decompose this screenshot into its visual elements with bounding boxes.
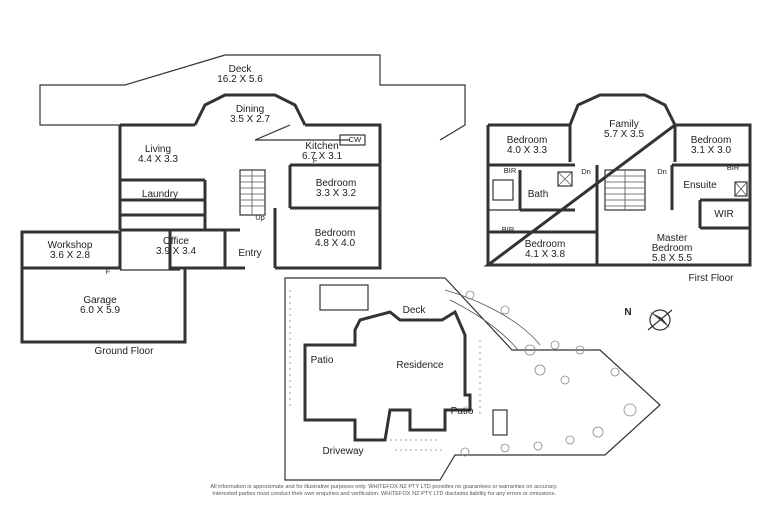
living-label: Living [145,144,171,155]
bedroom-ne-dims: 3.1 X 3.0 [691,145,731,156]
patio-left-label: Patio [311,355,334,366]
site-hedges [289,290,508,451]
bedroom-nw-dims: 4.0 X 3.3 [507,145,547,156]
dining-dims: 3.5 X 2.7 [230,114,270,125]
master-label: Master [657,233,688,244]
ground-floor-caption: Ground Floor [95,346,155,357]
first-floor-interior-walls [486,125,750,265]
living-dims: 4.4 X 3.3 [138,154,178,165]
bedroom-nw-label: Bedroom [507,135,548,146]
bir-marker-1: BIR [504,166,517,175]
bedroom-small-dims: 3.3 X 3.2 [316,188,356,199]
site-deck-area [319,284,369,311]
cw-marker: CW [349,135,362,144]
disclaimer-line-1: All information is approximate and for i… [210,484,558,490]
site-plan: N Deck Residence Patio Patio Driveway [284,277,673,481]
bedroom-large-label: Bedroom [315,228,356,239]
residence-label: Residence [396,360,444,371]
bedroom-ne-label: Bedroom [691,135,732,146]
patio-right-label: Patio [451,406,474,417]
deck-dims: 16.2 X 5.6 [217,74,263,85]
ground-floor-stairs [239,169,266,216]
bath-label: Bath [528,189,549,200]
north-arrow-icon [647,309,673,331]
ground-floor-interior-walls [120,124,380,268]
stair-down-marker-2: Dn [657,167,667,176]
bedroom-sw-label: Bedroom [525,239,566,250]
family-bay-wall [568,93,677,126]
office-dims: 3.9 X 3.4 [156,246,196,257]
bedroom-sw-dims: 4.1 X 3.8 [525,249,565,260]
bir-marker-3: BIR [727,163,740,172]
first-floor-plan: Bedroom 4.0 X 3.3 Family 5.7 X 3.5 Bedro… [483,93,752,284]
dining-label: Dining [236,104,264,115]
first-floor-caption: First Floor [689,273,735,284]
garage-dims: 6.0 X 5.9 [80,305,120,316]
site-trees [460,290,637,457]
garage-label: Garage [83,295,117,306]
fridge-marker-workshop: F [106,267,111,276]
master-dims: 5.8 X 5.5 [652,253,692,264]
garage-walls [20,266,187,344]
first-floor-stairs [604,169,646,211]
first-floor-walls [483,123,752,267]
stair-up-marker: Up [255,213,265,222]
workshop-walls [20,230,122,270]
driveway-label: Driveway [322,446,363,457]
site-boundary [284,277,661,481]
fridge-marker-kitchen: F [313,156,318,165]
deck-outline [39,54,466,141]
bedroom-small-label: Bedroom [316,178,357,189]
disclaimer-line-2: Interested parties must conduct their ow… [212,491,556,497]
deck-label: Deck [229,64,253,75]
site-deck-label: Deck [403,305,427,316]
entry-label: Entry [238,248,261,259]
ground-floor-walls [118,123,382,270]
kitchen-label: Kitchen [305,141,338,152]
bir-marker-2: BIR [502,225,515,234]
bedroom-large-dims: 4.8 X 4.0 [315,238,355,249]
workshop-dims: 3.6 X 2.8 [50,250,90,261]
family-dims: 5.7 X 3.5 [604,129,644,140]
wir-label: WIR [714,209,733,220]
laundry-label: Laundry [142,189,178,200]
family-label: Family [609,119,638,130]
dining-bay-wall [193,93,307,126]
north-label: N [624,307,631,318]
ground-floor-plan: Deck 16.2 X 5.6 Dining 3.5 X 2.7 Living … [20,54,466,357]
residence-outline [303,309,472,442]
stair-down-marker-1: Dn [581,167,591,176]
ensuite-label: Ensuite [683,180,717,191]
office-label: Office [163,236,189,247]
site-curve-path [444,289,541,351]
master-label-2: Bedroom [652,243,693,254]
kitchen-dims: 6.7 X 3.1 [302,151,342,162]
workshop-label: Workshop [48,240,93,251]
